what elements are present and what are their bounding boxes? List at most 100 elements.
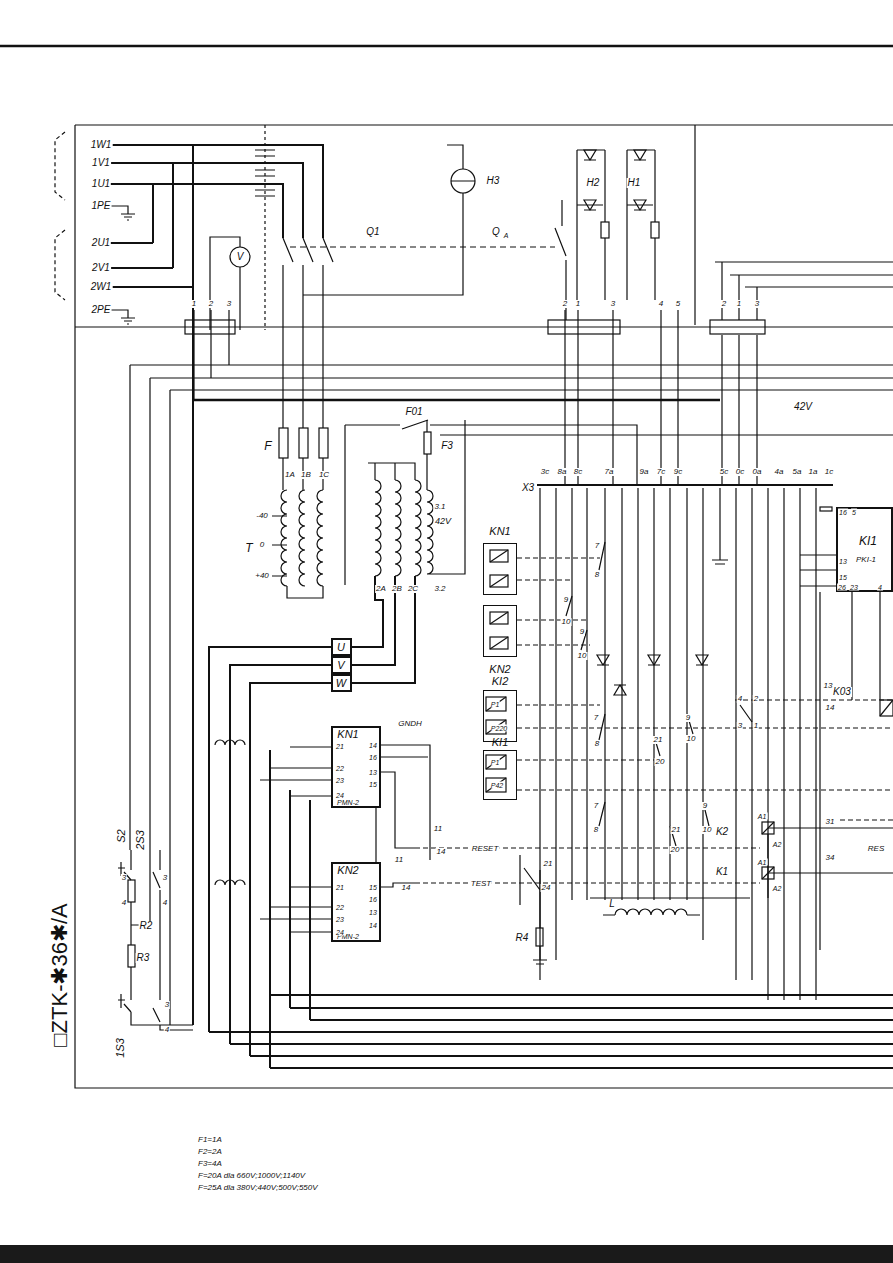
wire-label: 10 <box>686 735 697 743</box>
wire-label: 16 <box>368 896 378 903</box>
wire-label: 42V <box>793 402 813 412</box>
wire-label: A1 <box>757 813 768 820</box>
wire-label: RESET <box>471 845 500 853</box>
wire-label: V <box>236 252 245 262</box>
wire-label: 4 <box>164 1026 170 1034</box>
wire-label: 4 <box>658 300 664 308</box>
node-title: KN2 <box>337 865 358 876</box>
node-title: V <box>337 660 344 671</box>
node-text: PMN-2 <box>337 799 359 806</box>
wire-label: 1B <box>300 471 312 479</box>
wire-label: 4 <box>737 695 743 703</box>
wire-label: -40 <box>255 512 269 520</box>
wire-label: 20 <box>670 846 681 854</box>
terminal-box: U <box>331 638 352 656</box>
wire-label: 22 <box>335 765 345 772</box>
wire-label: 7c <box>656 468 666 476</box>
wire-label: 23 <box>849 584 859 591</box>
wire-label: 31 <box>825 818 836 826</box>
wire-label: 3.1 <box>433 503 446 511</box>
coil-box: KN2 <box>483 605 517 657</box>
wire-label: 20 <box>655 758 666 766</box>
wire-label: 1c <box>824 468 834 476</box>
rotated-label: S2 <box>116 828 127 843</box>
wire-label: 1A <box>284 471 296 479</box>
wire-label: 2V1 <box>91 263 111 273</box>
wire-label: 3 <box>162 874 168 882</box>
wire-label: 3 <box>754 300 760 308</box>
wire-label: 4 <box>877 584 883 591</box>
wire-label: 9 <box>685 714 691 722</box>
wire-label: 13 <box>368 909 378 916</box>
wire-label: A2 <box>772 885 783 892</box>
wire-label: 10 <box>702 826 713 834</box>
note-text: F=20A dla 660V;1000V;1140V <box>197 1172 306 1180</box>
wire-label: 13 <box>823 682 834 690</box>
wire-label: 1 <box>736 300 742 308</box>
wire-label: 14 <box>436 848 447 856</box>
wire-label: 24 <box>541 884 552 892</box>
rotated-label: □ZTK-✱36✱/A <box>49 902 71 1047</box>
wire-label: 8 <box>594 740 600 748</box>
note-text: F=25A dla 380V;440V;500V;550V <box>197 1184 319 1192</box>
node-title: KI1 <box>492 737 509 748</box>
node-text: P220 <box>491 725 507 732</box>
wire-label: 21 <box>653 736 664 744</box>
wire-label: 16 <box>368 754 378 761</box>
wire-label: 1U1 <box>91 179 111 189</box>
node-title: W <box>336 678 346 689</box>
wire-label: A <box>503 232 510 239</box>
wire-label: 4 <box>121 899 127 907</box>
wire-label: TEST <box>470 880 492 888</box>
wire-label: 5 <box>851 509 857 516</box>
wire-label: 42V <box>434 517 452 526</box>
wire-label: 21 <box>335 884 345 891</box>
wire-label: 8 <box>593 826 599 834</box>
wire-label: 2A <box>375 585 387 593</box>
wire-label: 2PE <box>91 305 112 315</box>
wire-label: 23 <box>335 777 345 784</box>
wire-label: H1 <box>627 178 642 188</box>
wire-label: T <box>244 542 253 554</box>
terminal-box: W <box>331 674 352 692</box>
wire-label: 23 <box>335 916 345 923</box>
wire-label: F3 <box>440 441 454 451</box>
node-title: KI1 <box>859 535 877 547</box>
wire-label: 4a <box>774 468 785 476</box>
wire-label: 3.2 <box>433 585 446 593</box>
wire-label: 2W1 <box>90 282 113 292</box>
wire-label: 5c <box>719 468 729 476</box>
wire-label: F <box>263 440 272 452</box>
rotated-label: 2S3 <box>135 829 146 851</box>
node-title: KN1 <box>337 729 358 740</box>
wire-label: 14 <box>825 704 836 712</box>
wire-label: 11 <box>433 825 443 833</box>
coil-box: KN1 <box>483 543 517 595</box>
wire-label: 24 <box>335 929 345 936</box>
wire-label: 2B <box>391 585 403 593</box>
wire-label: 0a <box>752 468 763 476</box>
wire-label: 5a <box>792 468 803 476</box>
wire-label: 21 <box>335 743 345 750</box>
node-title: KI2 <box>492 676 509 687</box>
wire-label: 8a <box>557 468 568 476</box>
wire-label: 2 <box>721 300 727 308</box>
wire-label: 13 <box>368 769 378 776</box>
wire-label: GNDH <box>397 720 423 728</box>
wire-label: 2 <box>753 695 759 703</box>
wire-label: 22 <box>335 904 345 911</box>
rotated-label: 1S3 <box>115 1037 126 1059</box>
wire-label: 1W1 <box>90 140 113 150</box>
wire-label: 15 <box>368 884 378 891</box>
wire-label: 0 <box>259 541 265 549</box>
wire-connector <box>375 808 376 862</box>
wire-label: 21 <box>543 860 554 868</box>
coil-box: KI1P1P42 <box>483 750 517 800</box>
wire-label: 9a <box>639 468 650 476</box>
node-title: KN2 <box>489 664 510 675</box>
wire-label: 9 <box>563 596 569 604</box>
wire-label: 7 <box>594 542 600 550</box>
wire-label: 3 <box>121 874 127 882</box>
